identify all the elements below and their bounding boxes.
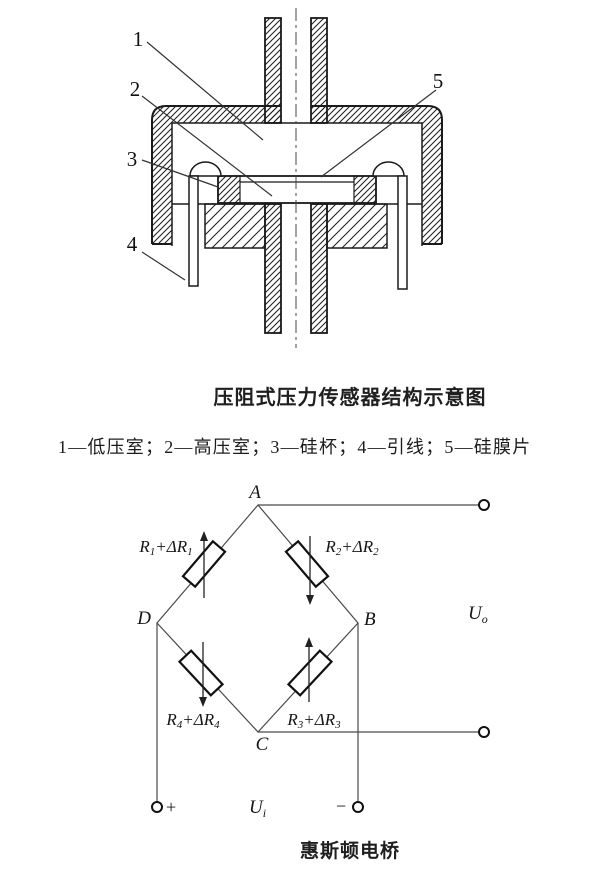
- sensor-base-left: [204, 203, 266, 249]
- resistor-label-r2: R2+ΔR2: [324, 537, 379, 558]
- wheatstone-bridge-diagram: A B C D R1+ΔR1 R2+ΔR2 R4+ΔR4 R3+ΔR3 Uo U…: [136, 482, 490, 820]
- node-label-d: D: [136, 608, 151, 629]
- part-label-3: 3: [127, 147, 138, 171]
- input-terminal-positive: [151, 801, 163, 813]
- part-label-5: 5: [433, 69, 444, 93]
- output-voltage-label: Uo: [468, 603, 488, 626]
- input-voltage-label: Ui: [249, 797, 266, 820]
- resistor-r3: [286, 649, 334, 697]
- node-label-a: A: [247, 482, 261, 503]
- sensor-figure-legend: 1—低压室；2—高压室；3—硅杯；4—引线；5—硅膜片: [58, 437, 532, 457]
- part-label-2: 2: [130, 77, 141, 101]
- resistor-r4: [177, 649, 225, 697]
- dome-right: [372, 161, 405, 177]
- output-terminal-bottom: [478, 726, 490, 738]
- resistor-r2: [284, 539, 330, 589]
- part-label-1: 1: [133, 27, 144, 51]
- silicon-cup: [217, 175, 377, 204]
- leader-lines: [141, 41, 437, 281]
- output-terminal-top: [478, 499, 490, 511]
- part-label-4: 4: [127, 232, 138, 256]
- resistance-arrows: [199, 531, 314, 707]
- bridge-figure-caption: 惠斯顿电桥: [299, 841, 401, 862]
- sensor-base-right: [326, 203, 388, 249]
- sensor-figure-title: 压阻式压力传感器结构示意图: [213, 387, 487, 409]
- node-label-b: B: [364, 609, 376, 630]
- resistor-label-r4: R4+ΔR4: [165, 710, 220, 731]
- pressure-sensor-diagram: 1 2 3 4 5: [127, 8, 444, 348]
- sensor-tube-upper: [264, 17, 328, 124]
- lead-wire-right: [397, 175, 408, 290]
- dome-left: [189, 161, 222, 177]
- resistor-label-r1: R1+ΔR1: [138, 537, 192, 558]
- resistor-label-r3: R3+ΔR3: [286, 710, 341, 731]
- lead-wire-left: [188, 175, 199, 287]
- bridge-wires: [156, 504, 479, 802]
- sensor-tube-lower: [264, 203, 328, 334]
- node-label-c: C: [256, 734, 269, 755]
- minus-sign: −: [336, 796, 346, 816]
- input-terminal-negative: [352, 801, 364, 813]
- plus-sign: +: [166, 797, 176, 817]
